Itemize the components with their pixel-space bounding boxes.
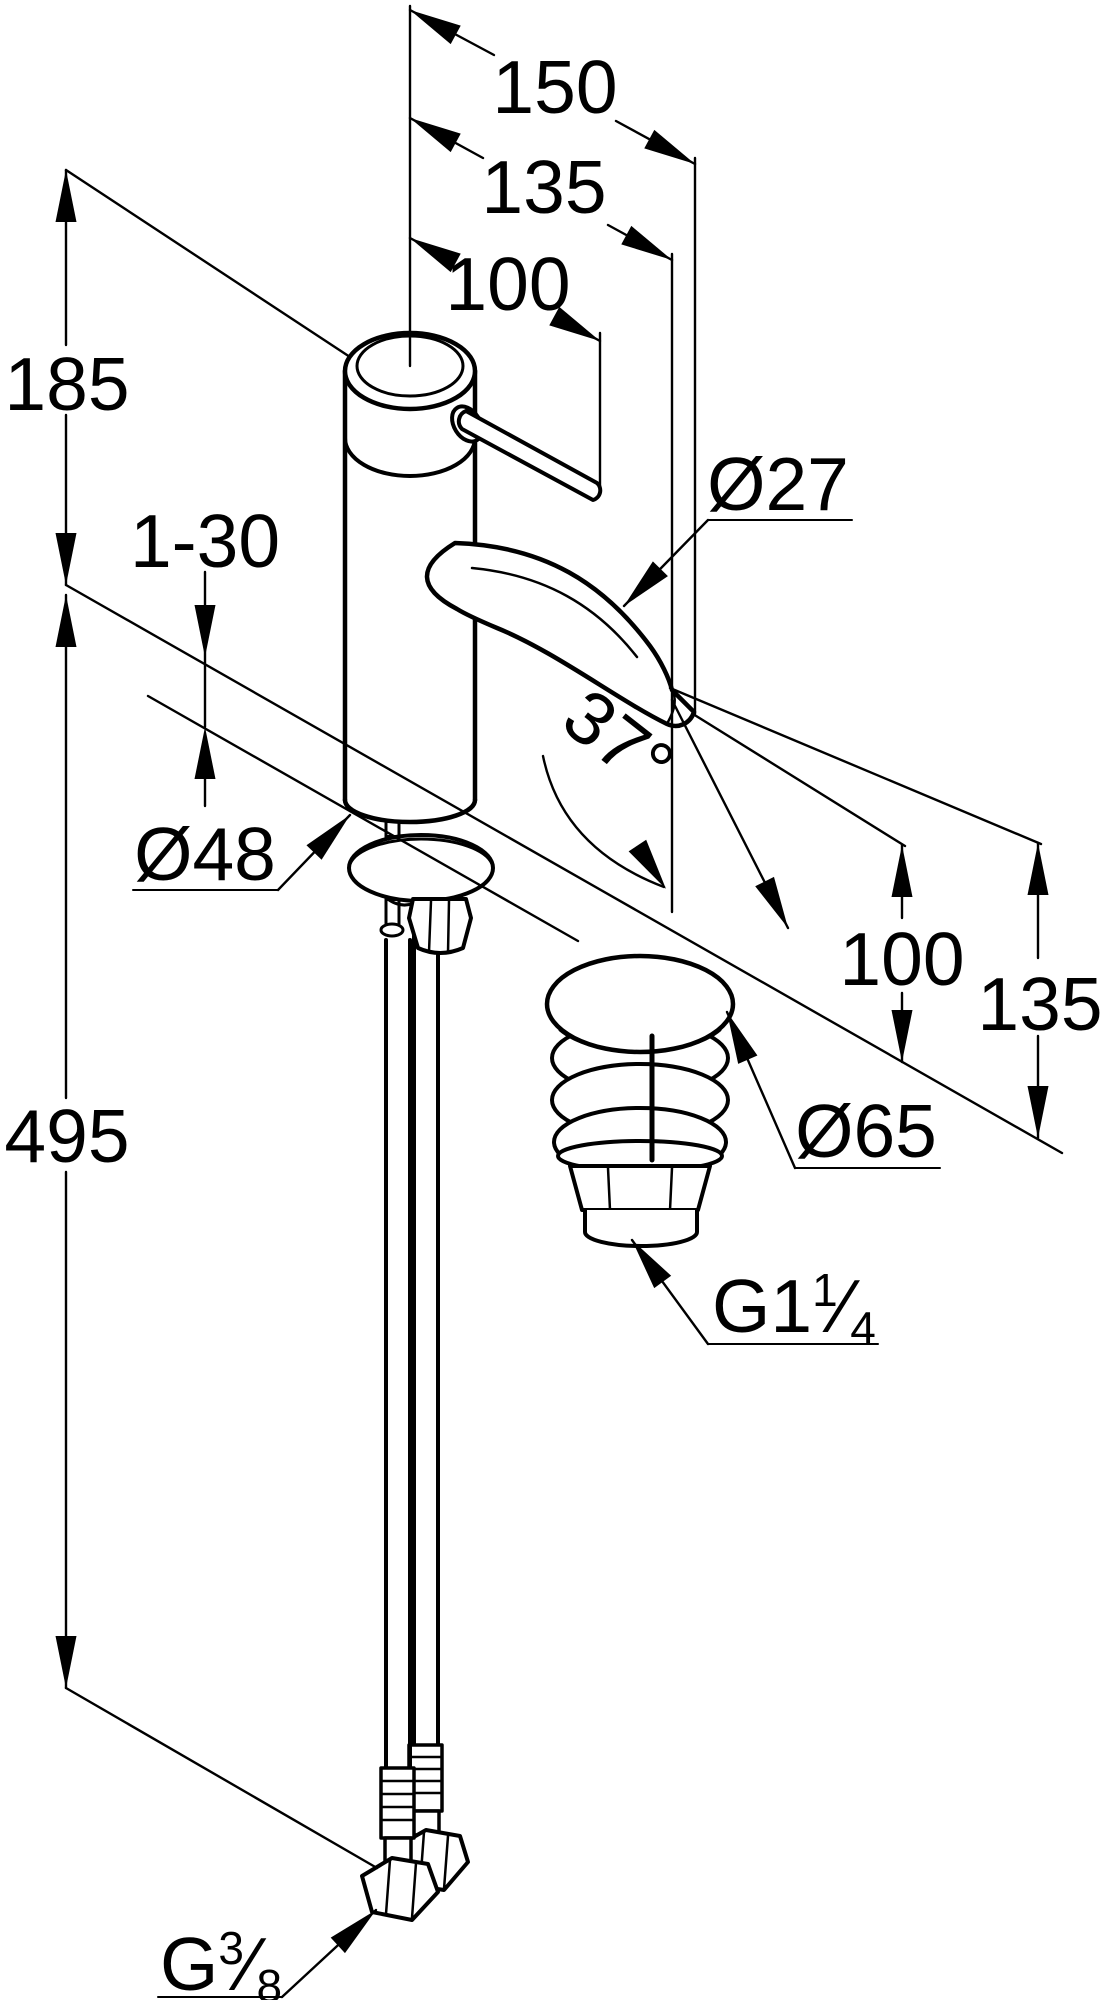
dim-reach-overall-label: 150	[492, 45, 617, 129]
ref-outlet-line	[691, 712, 907, 848]
mounting-hardware	[347, 816, 495, 955]
waste-dome-cap	[544, 953, 736, 1055]
dim-outlet-top-height-label: 135	[977, 962, 1100, 1046]
ext-body-top	[64, 168, 352, 359]
arrowhead	[55, 170, 77, 222]
arrowhead	[755, 876, 788, 928]
pop-up-waste	[544, 953, 736, 1248]
deck-max-thickness-line	[146, 694, 580, 943]
arrowhead	[55, 533, 77, 585]
arrowhead	[632, 1240, 672, 1289]
faucet-illustration	[342, 330, 736, 1922]
dimension-arrowheads	[55, 10, 1049, 1954]
dim-waste-thread-label: G11⁄4	[712, 1264, 876, 1354]
dim-waste-plug-diameter-label: Ø65	[795, 1089, 937, 1173]
mounting-flange	[347, 833, 495, 903]
dim-connection-length-label: 495	[4, 1094, 129, 1178]
arrowhead	[194, 605, 216, 657]
supply-hoses	[360, 933, 470, 1922]
arrowhead	[644, 129, 695, 164]
dim-outlet-height-label: 100	[839, 917, 964, 1001]
arrowhead	[194, 727, 216, 779]
arrowhead	[549, 306, 600, 341]
arrowhead	[621, 225, 672, 260]
arrowhead	[891, 1010, 913, 1062]
arrowhead	[1027, 1086, 1049, 1138]
dim-supply-thread-label: G3⁄8	[160, 1922, 282, 2000]
supply-nut-left	[360, 1856, 440, 1922]
ext-hose-end	[64, 1686, 379, 1870]
ref-spout-top-line	[668, 686, 1043, 846]
dim-height-above-deck-label: 185	[4, 342, 129, 426]
dim-deck-clamping-range-label: 1-30	[130, 499, 280, 583]
dim-reach-handle-label: 100	[445, 242, 570, 326]
arrowhead	[410, 10, 461, 45]
arrowhead	[330, 1910, 376, 1954]
arrowhead	[628, 839, 666, 889]
arrowhead	[410, 238, 461, 273]
arrowhead	[55, 1636, 77, 1688]
deck-surface-line	[64, 583, 1064, 1155]
arrowhead	[891, 845, 913, 897]
mounting-nut	[407, 897, 473, 955]
arrowhead	[55, 595, 77, 647]
dim-body-diameter-label: Ø48	[134, 812, 276, 896]
arrowhead	[306, 815, 350, 860]
stream-angle-arc	[541, 754, 666, 889]
arrowhead	[727, 1012, 758, 1064]
arrowhead	[410, 118, 461, 153]
waste-hex	[568, 1164, 712, 1212]
dim-reach-aerator-label: 135	[481, 145, 606, 229]
spout	[424, 540, 697, 729]
lever-handle	[450, 404, 603, 502]
arrowhead	[624, 561, 668, 606]
arrowhead	[1027, 843, 1049, 895]
dimension-labels: 150 135 100 185 1-30 Ø27 Ø48 37° 100 135…	[4, 45, 1100, 2000]
dim-spout-tube-diameter-label: Ø27	[707, 442, 849, 526]
